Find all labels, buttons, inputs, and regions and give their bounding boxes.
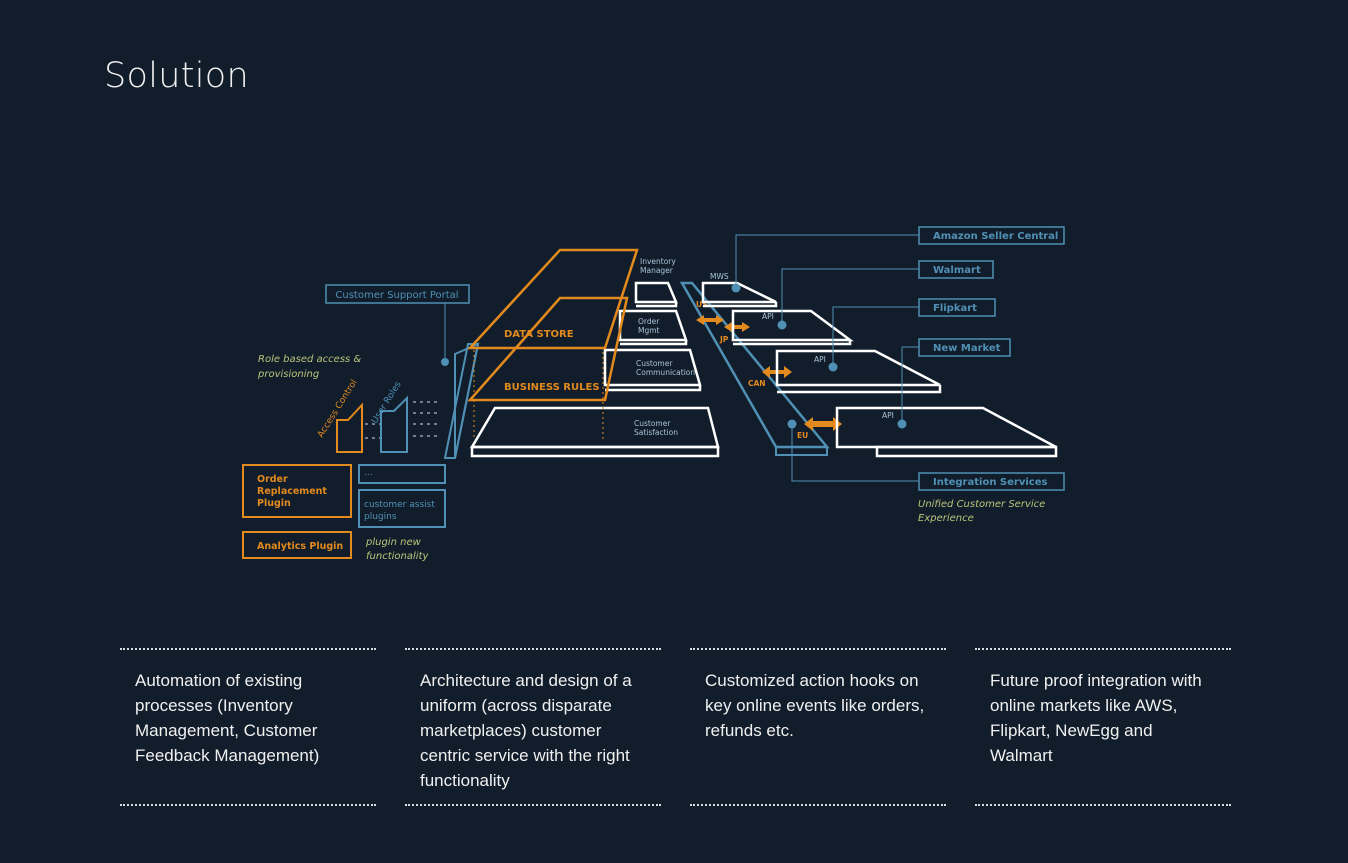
business-rules-label: BUSINESS RULES	[504, 382, 600, 393]
walmart-box	[918, 260, 994, 279]
access-control-shape	[336, 402, 363, 453]
amazon-seller-central-label: Amazon Seller Central	[933, 231, 1058, 242]
api-label-flipkart: API	[814, 355, 826, 364]
api-label-walmart: API	[762, 312, 774, 321]
feature-cards: Automation of existing processes (Invent…	[120, 648, 1231, 808]
integration-services-box	[918, 472, 1065, 491]
orange-dashed-guides	[473, 350, 604, 440]
page-title: Solution	[104, 56, 249, 96]
ellipsis-plugin-box	[358, 464, 446, 484]
orange-layers	[467, 248, 639, 402]
feature-card-action-hooks: Customized action hooks on key online ev…	[690, 648, 946, 806]
mws-label: MWS	[710, 272, 729, 281]
customer-support-portal-box	[325, 284, 470, 304]
feature-card-text: Automation of existing processes (Invent…	[135, 671, 320, 765]
region-rail-base	[775, 446, 828, 456]
ellipsis-plugin-label: ...	[364, 468, 373, 478]
customer-support-portal-label: Customer Support Portal	[335, 290, 458, 301]
feature-card-architecture: Architecture and design of a uniform (ac…	[405, 648, 661, 806]
customer-assist-plugins-box	[358, 489, 446, 528]
connector-dashes	[365, 401, 440, 439]
analytics-plugin-box	[242, 531, 352, 559]
feature-card-text: Architecture and design of a uniform (ac…	[420, 671, 632, 790]
region-label-can: CAN	[748, 379, 766, 388]
feature-card-integration: Future proof integration with online mar…	[975, 648, 1231, 806]
region-label-us: US	[696, 300, 708, 309]
flipkart-box	[918, 298, 996, 317]
walmart-label: Walmart	[933, 265, 981, 276]
new-market-box	[918, 338, 1011, 357]
user-roles-shape	[380, 395, 408, 453]
analytics-plugin-label: Analytics Plugin	[257, 541, 343, 552]
order-replacement-plugin-label: Order Replacement Plugin	[257, 474, 330, 509]
market-connector-dots	[731, 283, 907, 429]
new-market-label: New Market	[933, 343, 1001, 354]
orange-arrows	[696, 315, 842, 431]
region-label-eu: EU	[797, 431, 808, 440]
api-label-new-market: API	[882, 411, 894, 420]
plugin-new-functionality-label: plugin new functionality	[365, 537, 429, 562]
region-label-jp: JP	[719, 335, 729, 344]
customer-assist-plugins-label: customer assist plugins	[364, 500, 438, 522]
feature-card-automation: Automation of existing processes (Invent…	[120, 648, 376, 806]
unified-experience-label: Unified Customer Service Experience	[918, 499, 1048, 524]
user-roles-label: User Roles	[370, 380, 404, 426]
integration-services-label: Integration Services	[933, 477, 1047, 488]
order-replacement-plugin-box	[242, 464, 352, 518]
order-mgmt-label: Order Mgmt	[638, 317, 662, 335]
portal-panel-back	[454, 342, 480, 459]
flipkart-label: Flipkart	[933, 303, 977, 314]
customer-communication-label: Customer Communication	[636, 359, 695, 377]
customer-satisfaction-label: Customer Satisfaction	[634, 419, 678, 437]
data-store-label: DATA STORE	[504, 329, 574, 340]
market-platforms	[701, 281, 1058, 458]
feature-card-text: Future proof integration with online mar…	[990, 671, 1202, 765]
market-connectors	[735, 234, 919, 482]
solution-architecture-diagram: Customer Support Portal Role based acces…	[242, 226, 1065, 562]
inventory-manager-label: Inventory Manager	[640, 257, 678, 275]
portal-connector-dot	[441, 358, 449, 366]
feature-card-text: Customized action hooks on key online ev…	[705, 671, 925, 740]
role-based-access-label: Role based access & provisioning	[257, 354, 364, 380]
amazon-seller-central-box	[918, 226, 1065, 245]
